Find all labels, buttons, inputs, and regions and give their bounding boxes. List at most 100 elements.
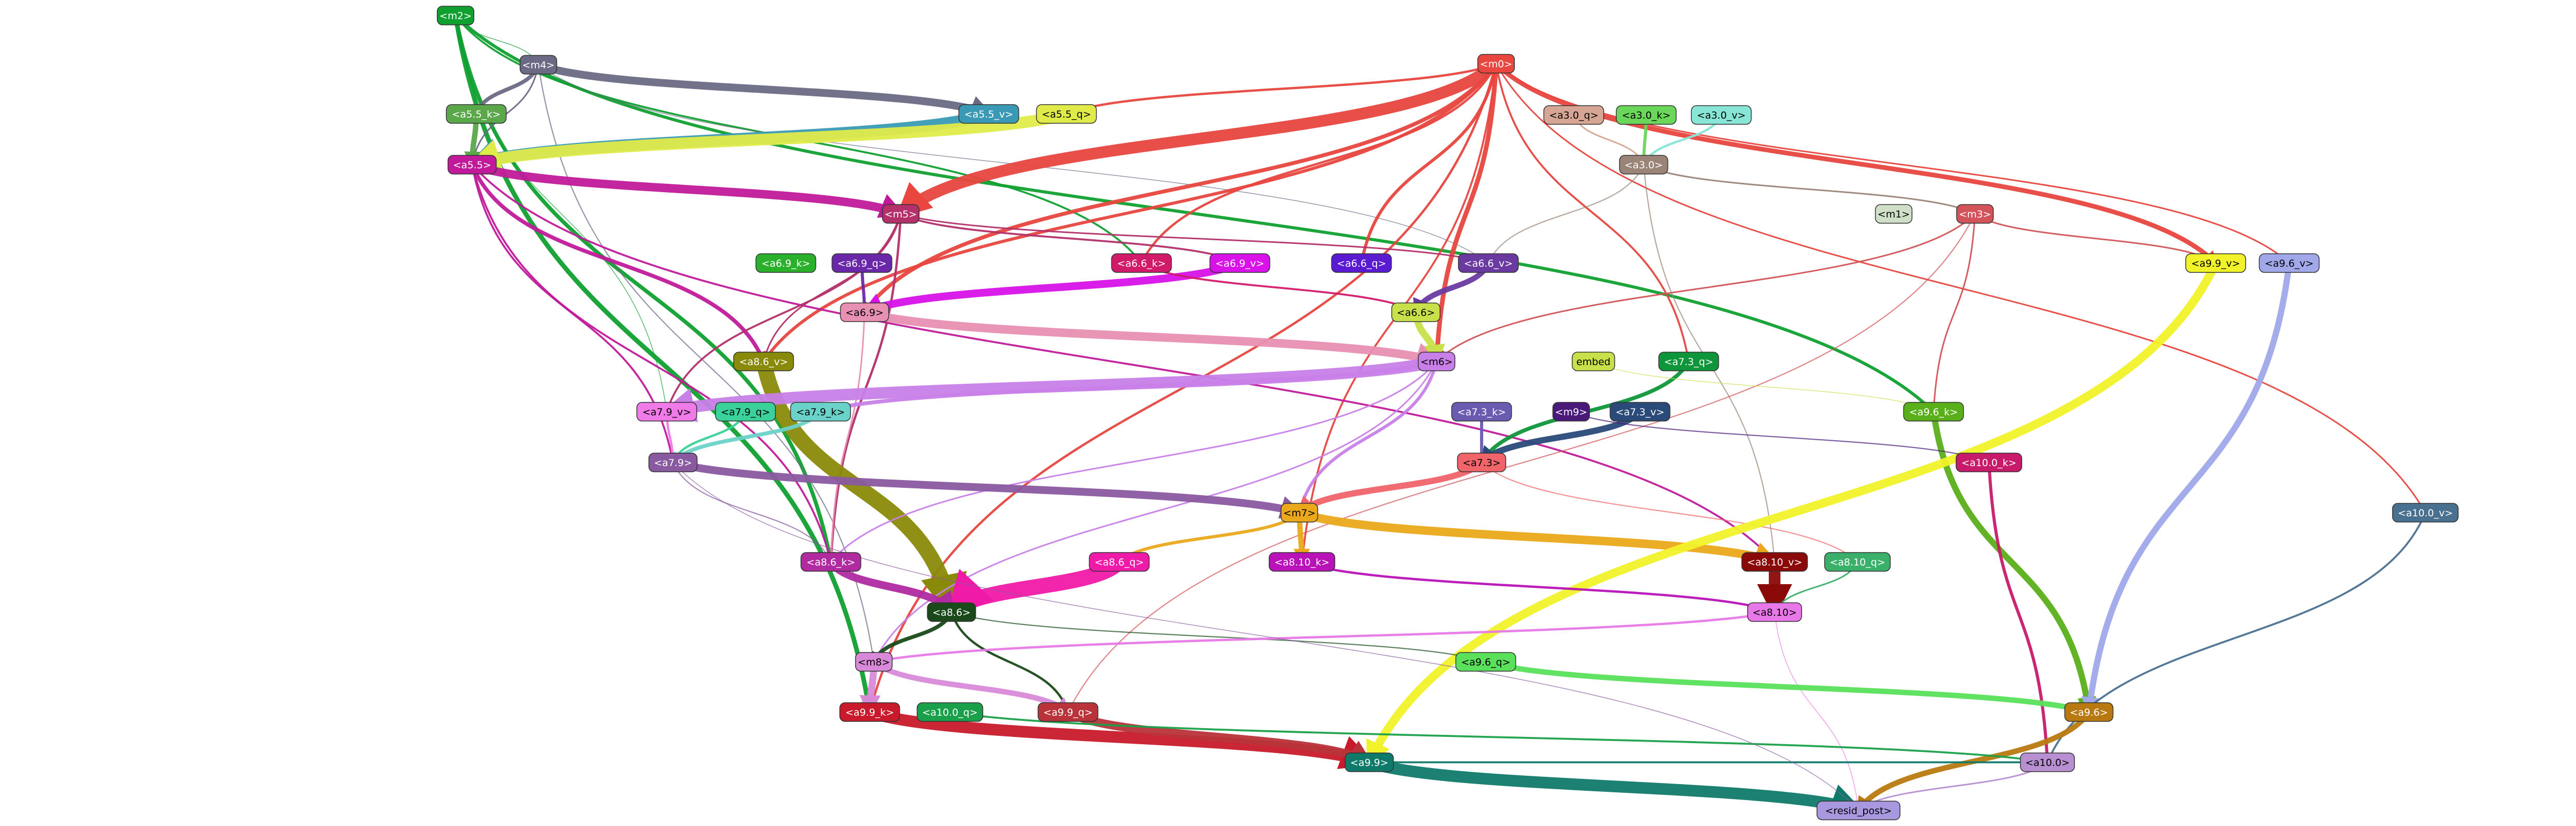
node-label: <a8.10> xyxy=(1752,607,1797,618)
node-a6-9-k[interactable]: <a6.9_k> xyxy=(755,253,816,273)
node-resid-post[interactable]: <resid_post> xyxy=(1817,801,1900,820)
node-box xyxy=(636,402,697,422)
node-m4[interactable]: <m4> xyxy=(519,55,558,75)
node-a5-5-k[interactable]: <a5.5_k> xyxy=(446,104,507,124)
node-box xyxy=(1817,801,1900,820)
node-a6-6-q[interactable]: <a6.6_q> xyxy=(1331,253,1392,273)
node-a6-9[interactable]: <a6.9> xyxy=(840,302,889,322)
node-label: <a8.10_q> xyxy=(1829,557,1885,568)
node-a9-9-q[interactable]: <a9.9_q> xyxy=(1037,702,1099,722)
node-a9-6[interactable]: <a9.6> xyxy=(2064,702,2114,722)
node-a8-10-q[interactable]: <a8.10_q> xyxy=(1824,552,1891,572)
node-m2[interactable]: <m2> xyxy=(436,6,475,25)
edge-m2-to-a9_6_k xyxy=(454,14,1935,413)
node-a3-0-v[interactable]: <a3.0_v> xyxy=(1691,105,1752,125)
node-a5-5-q[interactable]: <a5.5_q> xyxy=(1036,104,1097,124)
edge-m5-to-a6_9_v xyxy=(900,213,1241,264)
node-a10-0[interactable]: <a10.0> xyxy=(2020,752,2075,772)
node-box xyxy=(958,104,1019,124)
node-label: <a9.6_v> xyxy=(2265,258,2314,269)
node-a3-0-q[interactable]: <a3.0_q> xyxy=(1543,105,1604,125)
node-a9-9[interactable]: <a9.9> xyxy=(1344,752,1394,772)
node-a6-6-v[interactable]: <a6.6_v> xyxy=(1458,253,1519,273)
node-a7-3-v[interactable]: <a7.3_v> xyxy=(1609,402,1671,422)
edge-m0-to-m5 xyxy=(895,57,1502,220)
node-box xyxy=(1037,702,1099,722)
node-label: <m6> xyxy=(1421,356,1453,368)
node-label: <a6.6_q> xyxy=(1337,258,1386,269)
edge-a10_0_q-to-a10_0 xyxy=(949,711,2049,765)
node-a8-6-q[interactable]: <a8.6_q> xyxy=(1089,552,1150,572)
node-embed[interactable]: embed xyxy=(1572,352,1615,371)
edge-a5_5-to-m5 xyxy=(467,160,906,219)
node-box xyxy=(1457,453,1506,472)
edge-m5-to-a8_6_k xyxy=(827,212,902,563)
node-a8-6-k[interactable]: <a8.6_k> xyxy=(800,552,861,572)
node-a10-0-q[interactable]: <a10.0_q> xyxy=(916,702,984,722)
edge-a8_6_v-to-a8_6 xyxy=(756,354,967,621)
node-box xyxy=(1747,602,1802,622)
node-a8-10[interactable]: <a8.10> xyxy=(1747,602,1802,622)
node-m7[interactable]: <m7> xyxy=(1280,503,1319,523)
node-box xyxy=(1691,105,1752,125)
node-a9-9-k[interactable]: <a9.9_k> xyxy=(839,702,900,722)
node-m3[interactable]: <m3> xyxy=(1956,204,1994,224)
node-label: <a9.9_k> xyxy=(845,707,894,718)
node-m0[interactable]: <m0> xyxy=(1477,54,1515,74)
node-a7-3[interactable]: <a7.3> xyxy=(1457,453,1506,472)
node-label: <a7.3_q> xyxy=(1664,356,1713,368)
node-a8-10-k[interactable]: <a8.10_k> xyxy=(1268,552,1336,572)
node-a5-5-v[interactable]: <a5.5_v> xyxy=(958,104,1019,124)
node-a9-6-q[interactable]: <a9.6_q> xyxy=(1455,652,1516,672)
node-m6[interactable]: <m6> xyxy=(1417,352,1456,371)
node-a7-3-q[interactable]: <a7.3_q> xyxy=(1658,352,1719,371)
node-label: <a7.9_q> xyxy=(721,407,770,418)
node-label: <a10.0_k> xyxy=(1962,457,2016,469)
node-m1[interactable]: <m1> xyxy=(1875,204,1913,224)
node-a6-6-k[interactable]: <a6.6_k> xyxy=(1111,253,1172,273)
node-a7-9-q[interactable]: <a7.9_q> xyxy=(715,402,776,422)
node-m5[interactable]: <m5> xyxy=(882,204,920,224)
node-label: <resid_post> xyxy=(1825,805,1892,817)
edge-a7_9-to-resid_post xyxy=(672,462,1859,811)
node-a3-0-k[interactable]: <a3.0_k> xyxy=(1616,105,1677,125)
node-a6-9-v[interactable]: <a6.9_v> xyxy=(1209,253,1270,273)
node-a10-0-k[interactable]: <a10.0_k> xyxy=(1955,453,2023,472)
node-label: <a6.6> xyxy=(1397,307,1435,318)
node-a6-9-q[interactable]: <a6.9_q> xyxy=(831,253,892,273)
node-a8-10-v[interactable]: <a8.10_v> xyxy=(1741,552,1808,572)
edge-a7_3-to-m7 xyxy=(1296,459,1485,516)
node-a9-9-v[interactable]: <a9.9_v> xyxy=(2185,253,2246,273)
node-a7-9-v[interactable]: <a7.9_v> xyxy=(636,402,697,422)
node-label: <a3.0_k> xyxy=(1622,110,1671,121)
node-a5-5[interactable]: <a5.5> xyxy=(447,155,497,175)
edge-a5_5-to-a8_10_v xyxy=(471,164,1776,563)
edge-a7_3-to-a8_10_q xyxy=(1481,461,1858,563)
node-a10-0-v[interactable]: <a10.0_v> xyxy=(2392,503,2459,523)
node-label: <a7.3_v> xyxy=(1616,407,1664,418)
node-a8-6-v[interactable]: <a8.6_v> xyxy=(733,352,794,371)
nodes-layer: <m2> <m4> <m0> <a5.5_k> <a5.5_v> <a5.5_q> <a3.… xyxy=(436,6,2459,820)
node-a6-6[interactable]: <a6.6> xyxy=(1391,302,1441,322)
node-label: <m2> xyxy=(440,10,472,22)
node-m9[interactable]: <m9> xyxy=(1552,402,1590,422)
node-a7-9[interactable]: <a7.9> xyxy=(648,453,698,472)
node-a8-6[interactable]: <a8.6> xyxy=(927,602,976,622)
edge-a8_6-to-a9_9_q xyxy=(950,611,1070,714)
node-label: <a6.6_k> xyxy=(1117,258,1166,269)
node-box xyxy=(715,402,776,422)
node-label: <a3.0_v> xyxy=(1697,110,1746,121)
edge-m2-to-a9_9_k xyxy=(453,13,875,715)
node-a7-3-k[interactable]: <a7.3_k> xyxy=(1451,402,1512,422)
edge-m3-to-a9_6_k xyxy=(1931,213,1976,413)
edge-m6-to-m7 xyxy=(1296,360,1438,515)
node-a3-0[interactable]: <a3.0> xyxy=(1619,155,1668,175)
node-label: <a7.3_k> xyxy=(1457,407,1506,418)
node-m8[interactable]: <m8> xyxy=(855,652,893,672)
node-a9-6-k[interactable]: <a9.6_k> xyxy=(1903,402,1964,422)
node-label: <a8.10_k> xyxy=(1275,557,1329,568)
node-box xyxy=(1824,552,1891,572)
node-a9-6-v[interactable]: <a9.6_v> xyxy=(2259,253,2320,273)
node-a7-9-k[interactable]: <a7.9_k> xyxy=(790,402,851,422)
